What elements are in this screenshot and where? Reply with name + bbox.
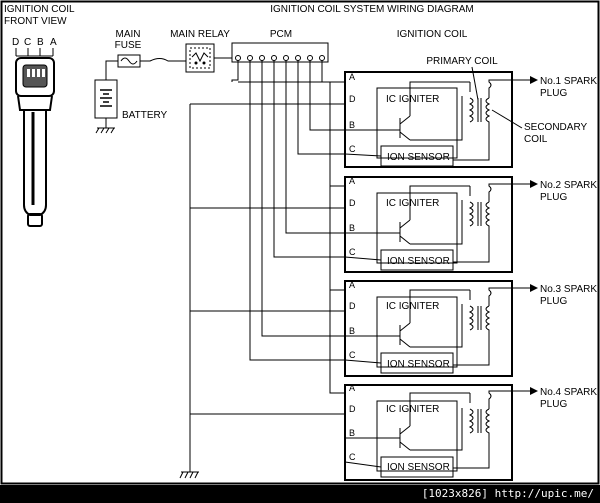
spark-plug-3-label-2: PLUG [540,296,567,307]
main-relay-label: MAIN RELAY [170,29,230,40]
spark-plug-4-label: No.4 SPARK [540,387,597,398]
front-view-pin-b: B [37,37,44,48]
coil2-pin-a: A [349,176,355,186]
coil1-igniter-label: IC IGNITER [386,94,439,105]
pcm-label: PCM [270,29,292,40]
ground-icon [95,118,115,134]
coil4-pin-b: B [349,428,355,438]
pcm-signal-wires [189,60,345,472]
coil3-pin-c: C [349,350,356,360]
coil3-pin-b: B [349,326,355,336]
ignition-coil-front-view [15,48,55,227]
pcm-terminals [235,55,325,61]
pcm-box [231,42,329,63]
coil4-sensor-label: ION SENSOR [387,462,450,473]
coil1-sensor-label: ION SENSOR [387,152,450,163]
battery-wire [105,60,118,80]
footer-text: [1023x826] http://upic.me/ [421,487,594,500]
spark-plug-2-label: No.2 SPARK [540,180,597,191]
spark-plug-arrows [530,76,538,395]
spark-plug-1-label: No.1 SPARK [540,76,597,87]
coil1-pin-a: A [349,72,355,82]
secondary-coil-leader [491,109,523,129]
coil1-pin-d: D [349,94,356,104]
diagram-title: IGNITION COIL SYSTEM WIRING DIAGRAM [270,4,474,15]
secondary-coil-label-1: SECONDARY [524,122,587,133]
battery-symbol [94,79,118,119]
spark-plug-3-label: No.3 SPARK [540,284,597,295]
ignition-coil-label: IGNITION COIL [397,29,468,40]
coil2-pin-b: B [349,223,355,233]
coil4-pin-c: C [349,452,356,462]
coil1-pin-c: C [349,144,356,154]
coil3-igniter-label: IC IGNITER [386,301,439,312]
battery-label: BATTERY [122,110,168,121]
coil-internals [344,79,530,469]
coil2-pin-c: C [349,247,356,257]
coil2-pin-d: D [349,198,356,208]
coil1-pin-b: B [349,120,355,130]
image-host-footer: [1023x826] http://upic.me/ [0,485,600,503]
coil4-pin-d: D [349,404,356,414]
front-view-pin-a: A [50,37,57,48]
coil2-igniter-label: IC IGNITER [386,198,439,209]
main-fuse [117,54,141,68]
spark-plug-4-label-2: PLUG [540,399,567,410]
front-view-pin-c: C [24,37,31,48]
front-view-title-line2: FRONT VIEW [4,16,67,27]
fuse-relay-wire [140,58,186,62]
main-relay [185,43,215,73]
front-view-pin-d: D [12,37,19,48]
spark-plug-1-label-2: PLUG [540,88,567,99]
ground-icon [179,471,199,479]
front-view-title-line1: IGNITION COIL [4,4,75,15]
main-fuse-label-1: MAIN [116,29,141,40]
main-fuse-label-2: FUSE [115,40,142,51]
diagram-frame [0,0,600,485]
coil3-sensor-label: ION SENSOR [387,359,450,370]
coil2-sensor-label: ION SENSOR [387,256,450,267]
coil4-igniter-label: IC IGNITER [386,404,439,415]
coil-block-2 [344,176,513,273]
coil3-pin-d: D [349,301,356,311]
spark-plug-2-label-2: PLUG [540,192,567,203]
primary-coil-label: PRIMARY COIL [426,56,498,67]
coil3-pin-a: A [349,280,355,290]
primary-coil-leader [471,66,479,101]
coil4-pin-a: A [349,383,355,393]
secondary-coil-label-2: COIL [524,134,548,145]
